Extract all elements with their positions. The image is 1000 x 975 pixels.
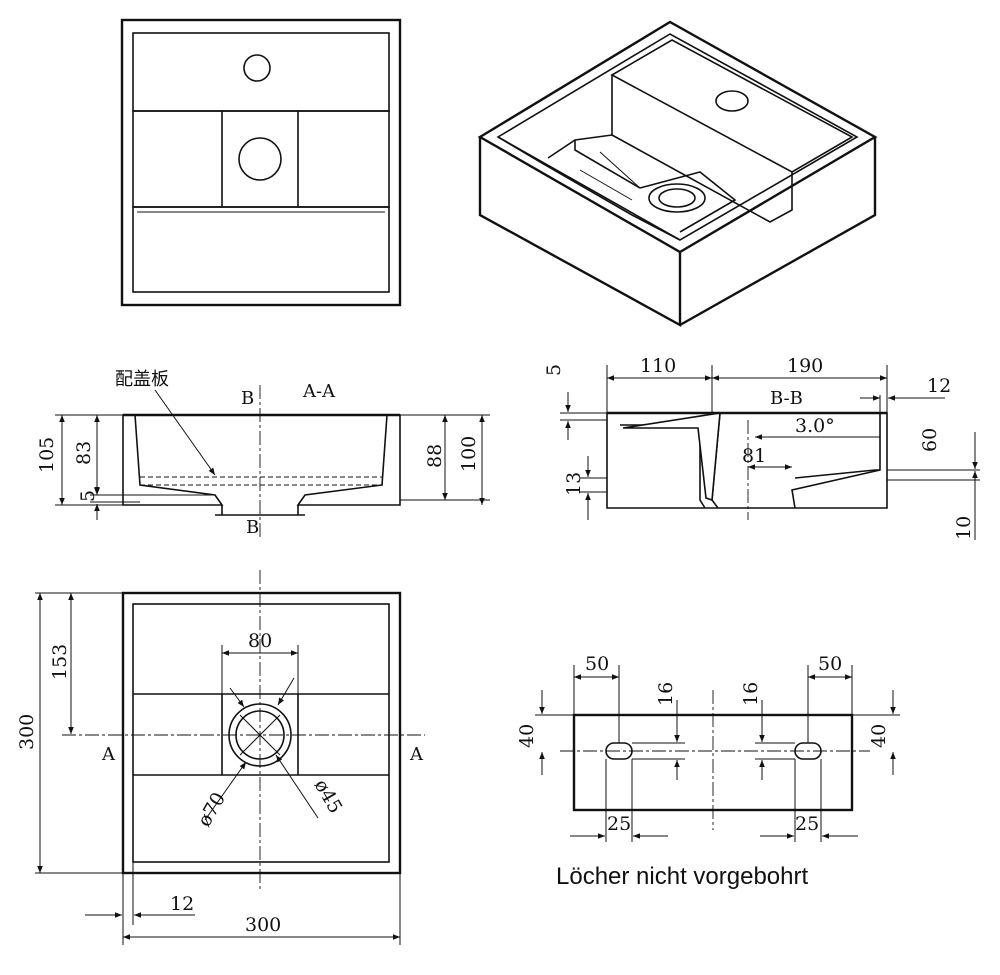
- dim-plan-dia45: ø45: [310, 776, 347, 818]
- dim-bb-110: 110: [640, 355, 676, 377]
- dim-bb-12: 12: [927, 375, 951, 397]
- dim-back-16-left: 16: [655, 682, 677, 706]
- dim-back-25-right: 25: [795, 813, 819, 835]
- plan-cut-right: A: [409, 744, 424, 765]
- dim-back-50-right: 50: [818, 653, 842, 675]
- dim-aa-88: 88: [424, 444, 446, 468]
- section-bb-title: B-B: [770, 388, 803, 409]
- dim-plan-153: 153: [49, 644, 71, 680]
- iso-faucet-hole: [715, 90, 749, 112]
- dim-bb-10: 10: [953, 516, 975, 540]
- drain-hole: [238, 137, 282, 181]
- section-aa: A-A B B 配盖板 105 83 5 88 100: [36, 369, 490, 538]
- dim-back-50-left: 50: [585, 653, 609, 675]
- plan-view: A A 80 153 300 12 300 ø70 ø45: [16, 570, 425, 945]
- isometric-view: [477, 20, 878, 328]
- dim-aa-100: 100: [458, 436, 480, 472]
- dim-back-40-right: 40: [868, 724, 890, 748]
- dim-aa-83: 83: [73, 441, 95, 465]
- dim-bb-angle: 3.0°: [795, 415, 835, 437]
- top-view: [120, 18, 402, 307]
- dim-back-25-left: 25: [607, 813, 631, 835]
- dim-aa-5: 5: [77, 490, 99, 502]
- dim-bb-60: 60: [919, 428, 941, 452]
- dim-plan-dia70: ø70: [193, 789, 230, 831]
- dim-bb-190: 190: [787, 355, 823, 377]
- dim-plan-12: 12: [170, 893, 194, 915]
- dim-bb-13: 13: [563, 472, 585, 496]
- iso-drain: [648, 183, 706, 213]
- section-aa-title: A-A: [302, 381, 336, 402]
- section-bb: B-B 110 190 12 5 3.0° 81: [543, 355, 980, 540]
- dim-aa-105: 105: [36, 437, 58, 473]
- dim-back-40-left: 40: [516, 724, 538, 748]
- dim-plan-300-v: 300: [16, 714, 38, 750]
- back-view: 50 50 16 16 40 40 25: [516, 653, 900, 890]
- cover-plate-label: 配盖板: [115, 369, 169, 390]
- faucet-hole: [243, 54, 271, 82]
- dim-bb-5: 5: [543, 364, 565, 376]
- section-aa-cut-top: B: [241, 388, 254, 409]
- dim-plan-80: 80: [248, 630, 272, 652]
- dim-plan-300-h: 300: [245, 914, 281, 936]
- dim-bb-81: 81: [742, 445, 766, 467]
- section-aa-cut-bottom: B: [246, 517, 259, 538]
- dim-back-16-right: 16: [740, 682, 762, 706]
- note-holes-not-drilled: Löcher nicht vorgebohrt: [556, 863, 808, 890]
- plan-cut-left: A: [101, 744, 116, 765]
